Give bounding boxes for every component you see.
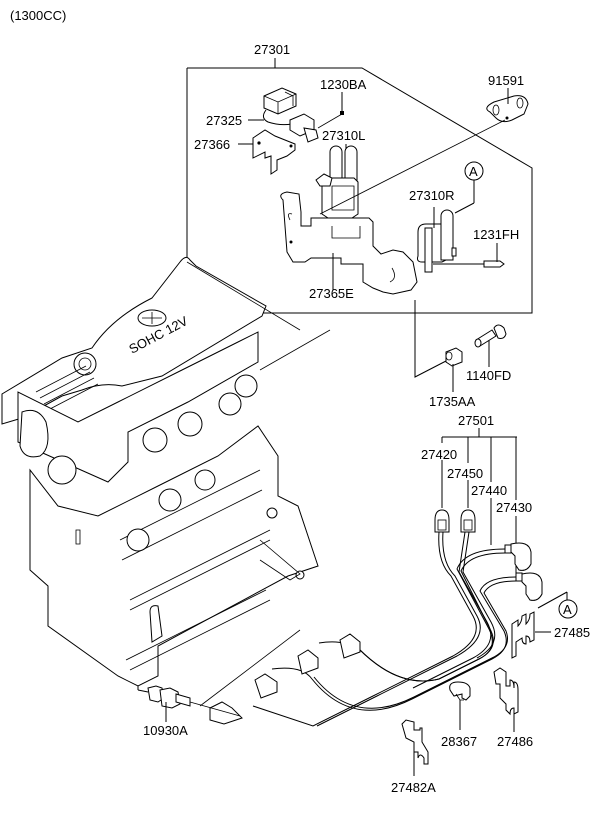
label-27450[interactable]: 27450 bbox=[447, 466, 483, 481]
variant-label: (1300CC) bbox=[10, 8, 66, 23]
cable-boot-27430 bbox=[515, 572, 543, 601]
label-27486[interactable]: 27486 bbox=[497, 734, 533, 749]
label-27440[interactable]: 27440 bbox=[471, 483, 507, 498]
clip-91591 bbox=[486, 95, 529, 123]
label-27310L[interactable]: 27310L bbox=[322, 128, 365, 143]
label-27485[interactable]: 27485 bbox=[554, 625, 590, 640]
label-1735AA[interactable]: 1735AA bbox=[429, 394, 476, 409]
callout-a-bottom: A bbox=[537, 591, 578, 619]
cable-boot-27420 bbox=[434, 509, 450, 533]
label-27325[interactable]: 27325 bbox=[206, 113, 242, 128]
label-27482A[interactable]: 27482A bbox=[391, 780, 436, 795]
label-1231FH[interactable]: 1231FH bbox=[473, 227, 519, 242]
cable-boot-27450 bbox=[460, 509, 476, 533]
label-27366[interactable]: 27366 bbox=[194, 137, 230, 152]
callout-a-top-letter: A bbox=[469, 164, 478, 179]
label-1230BA[interactable]: 1230BA bbox=[320, 77, 367, 92]
holder-27482A bbox=[401, 719, 429, 765]
holder-27486 bbox=[493, 667, 519, 716]
cable-boot-27440 bbox=[504, 542, 532, 571]
bracket-27366 bbox=[252, 129, 296, 175]
clip-28367 bbox=[449, 681, 471, 701]
grommet-1735AA bbox=[445, 347, 463, 367]
ignition-coil-27310L bbox=[315, 144, 359, 219]
label-27301[interactable]: 27301 bbox=[254, 42, 290, 57]
coil-assembly-group-box bbox=[186, 58, 533, 314]
label-27501[interactable]: 27501 bbox=[458, 413, 494, 428]
label-27365E[interactable]: 27365E bbox=[309, 286, 354, 301]
label-1140FD[interactable]: 1140FD bbox=[466, 368, 511, 383]
engine-block: SOHC 12V bbox=[1, 256, 319, 687]
bracket-27365E bbox=[280, 191, 418, 295]
holder-27485 bbox=[511, 611, 535, 659]
label-28367[interactable]: 28367 bbox=[441, 734, 477, 749]
label-27430[interactable]: 27430 bbox=[496, 500, 532, 515]
label-27310R[interactable]: 27310R bbox=[409, 188, 455, 203]
connector-harness-27325 bbox=[262, 87, 319, 143]
screw-1230BA bbox=[317, 92, 344, 129]
ignition-cables bbox=[209, 531, 517, 727]
callout-a-top: A bbox=[454, 161, 484, 214]
label-27420[interactable]: 27420 bbox=[421, 447, 457, 462]
label-91591[interactable]: 91591 bbox=[488, 73, 524, 88]
callout-a-bottom-letter: A bbox=[563, 602, 572, 617]
label-10930A[interactable]: 10930A bbox=[143, 723, 188, 738]
bolt-1140FD bbox=[474, 324, 507, 348]
